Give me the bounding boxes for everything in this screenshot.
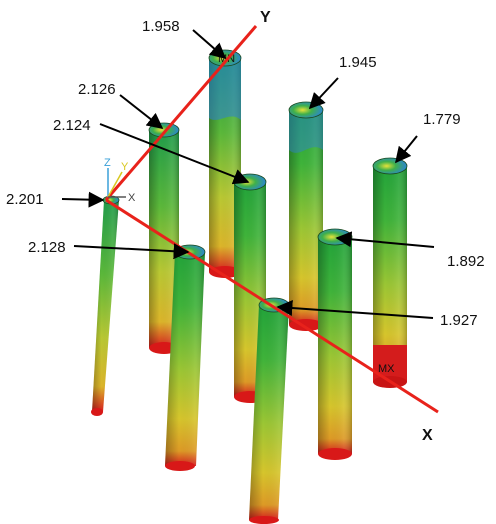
value-label-2126: 2.126: [78, 81, 116, 98]
arrow-2128: [73, 243, 190, 260]
value-label-2201: 2.201: [6, 191, 44, 208]
triad-z-label: Z: [104, 157, 111, 169]
arrow-1945: [308, 77, 339, 110]
pile-2201: [91, 195, 120, 416]
arrow-2124: [99, 123, 250, 185]
arrow-1958: [192, 29, 227, 60]
pile-1927: [249, 297, 290, 524]
arrow-1927: [276, 300, 434, 319]
y-axis-label: Y: [260, 9, 271, 26]
value-label-2124: 2.124: [53, 117, 91, 134]
y-axis-line: [104, 25, 258, 201]
value-label-1945: 1.945: [339, 54, 377, 71]
arrow-1892: [335, 231, 435, 248]
coordinate-triad: Z Y X: [104, 157, 136, 204]
arrow-2126: [119, 94, 164, 129]
pile-1779: MX: [372, 157, 408, 388]
pile-marker-mx: MX: [378, 363, 395, 375]
value-label-1779: 1.779: [423, 111, 461, 128]
arrow-2201: [61, 191, 105, 208]
value-label-1927: 1.927: [440, 312, 478, 329]
value-label-1892: 1.892: [447, 253, 485, 270]
value-label-2128: 2.128: [28, 239, 66, 256]
x-axis-label: X: [422, 427, 433, 444]
triad-x-label: X: [128, 192, 136, 204]
arrow-1779: [394, 135, 418, 164]
pile-1945: [288, 101, 324, 331]
value-label-1958: 1.958: [142, 18, 180, 35]
annotation-arrows: [61, 29, 435, 319]
pile-2126: [148, 122, 180, 354]
triad-y-label: Y: [121, 161, 129, 173]
x-axis-line: [105, 198, 439, 414]
